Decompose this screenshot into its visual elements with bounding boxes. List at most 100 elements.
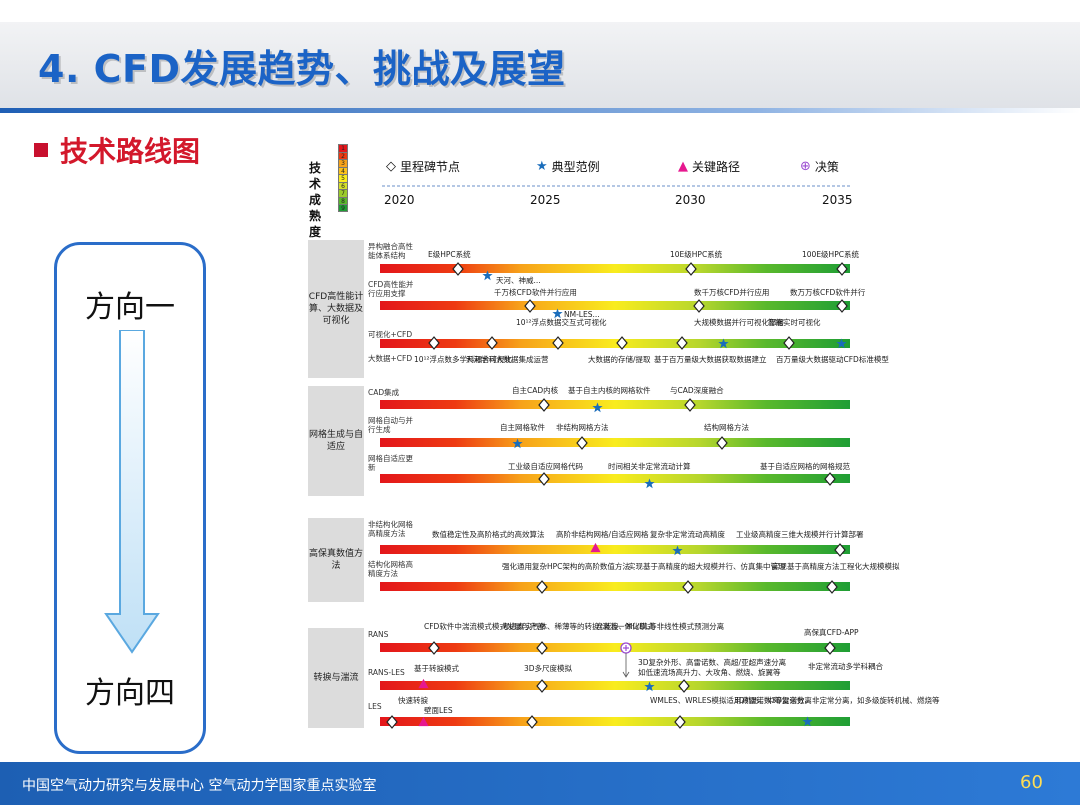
roadmap-note: 数千万核CFD并行应用: [694, 288, 770, 297]
row-label: 网格自动与并行生成: [368, 416, 413, 434]
roadmap-note: 智能实时可视化: [768, 318, 821, 327]
row-label: CAD集成: [368, 388, 400, 397]
roadmap-note: 实现基于高精度的超大规模并行、仿真集中管理: [628, 562, 786, 571]
year-label: 2025: [530, 193, 561, 207]
legend-milestone-label: 里程碑节点: [400, 160, 461, 174]
category-label: CFD高性能计算、大数据及可视化: [308, 240, 364, 378]
roadmap-note: 3D外形、中等雷诺数、非定常分离，如多级旋转机械、燃烧等: [734, 696, 940, 705]
roadmap-note: 快速转捩: [398, 696, 428, 705]
category-label: 高保真数值方法: [308, 518, 364, 602]
row-label: RANS: [368, 630, 389, 639]
maturity-label: 技术成熟度: [308, 161, 321, 239]
roadmap-graphics: [308, 185, 850, 729]
legend-milestone: ◇ 里程碑节点: [386, 158, 460, 175]
roadmap-note: 复杂非定常流动高精度: [650, 530, 725, 539]
roadmap-note: 数值稳定性及高阶格式的高效算法: [432, 530, 545, 539]
legend-example-label: 典型范例: [551, 160, 600, 174]
legend-critical-path: ▲ 关键路径: [678, 158, 740, 175]
roadmap-note: 3D复杂外形、高雷诺数、高超/亚超声速分离: [638, 658, 787, 667]
direction-top-label: 方向一: [85, 290, 175, 325]
row-label: LES: [368, 702, 382, 711]
roadmap-note: WMLES、WRLES模拟适用高雷诺数3D复杂分离: [650, 696, 812, 705]
row-label: 网格自适应更新: [368, 454, 413, 472]
roadmap-note: 大规模数据并行可视化部署: [694, 318, 784, 327]
roadmap-note: 数万万核CFD软件并行: [790, 288, 866, 297]
roadmap-note: 自主网格软件: [500, 423, 545, 432]
roadmap-note: 10¹²浮点数据交互式可视化: [516, 318, 607, 327]
maturity-level: 5: [338, 174, 348, 182]
roadmap-note: 工业级自适应网格代码: [508, 462, 583, 471]
footer-organization: 中国空气动力研究与发展中心 空气动力学国家重点实验室: [22, 778, 377, 794]
maturity-level: 4: [338, 166, 348, 175]
maturity-level: 6: [338, 181, 348, 190]
roadmap-note: 100E级HPC系统: [802, 250, 859, 259]
category-label: 转捩与湍流: [308, 628, 364, 728]
triangle-icon: ▲: [678, 159, 688, 174]
section-heading: 技术路线图: [34, 130, 200, 170]
row-label: 非结构化网格高精度方法: [368, 520, 413, 538]
category-label: 网格生成与自适应: [308, 386, 364, 496]
roadmap-note: 基于自适应网格的网格规范: [760, 462, 850, 471]
roadmap-note: 高阶非结构网格/自适应网格: [556, 530, 649, 539]
year-label: 2030: [675, 193, 706, 207]
maturity-level: 8: [338, 196, 348, 205]
roadmap-note: 基于百万量级大数据获取数据建立: [654, 355, 767, 364]
page-number: 60: [1020, 772, 1043, 793]
square-bullet-icon: [34, 143, 48, 157]
legend-critical-path-label: 关键路径: [692, 160, 741, 174]
roadmap-note: 3D多尺度模拟: [524, 664, 573, 673]
roadmap-note: 千万核CFD软件并行应用: [494, 288, 577, 297]
row-label: 异构融合高性能体系结构: [368, 242, 413, 260]
roadmap-note: 强化通用复杂HPC架构的高阶数值方法: [502, 562, 630, 571]
footer-bar: [0, 762, 1080, 805]
roadmap-note: 如低速流场高升力、大攻角、燃烧、旋翼等: [638, 668, 781, 677]
header-band: [0, 22, 1080, 108]
roadmap-note: 天河、神威...: [496, 276, 541, 285]
maturity-level: 1: [338, 144, 348, 152]
maturity-level: 7: [338, 189, 348, 197]
star-icon: ★: [536, 159, 548, 174]
roadmap-note: 时间相关非定常流动计算: [608, 462, 691, 471]
row-label: RANS-LES: [368, 668, 405, 677]
roadmap-note: 与CAD深度融合: [670, 386, 724, 395]
roadmap-note: 基于自主内核的网格软件: [568, 386, 651, 395]
roadmap-note: 实现基于高精度方法工程化大规模模拟: [772, 562, 900, 571]
roadmap-note: 高保真CFD-APP: [804, 628, 859, 637]
roadmap-note: 工业级高精度三维大规模并行计算部署: [736, 530, 864, 539]
technology-roadmap: 技术成熟度 1 2 3 4 5 6 7 8 9 ◇ 里程碑节点 ★ 典型范例 ▲…: [298, 136, 940, 742]
year-label: 2020: [384, 193, 415, 207]
roadmap-note: 天河学科大数据集成运营: [466, 355, 549, 364]
year-label: 2035: [822, 193, 853, 207]
roadmap-note: 非定常流动多学科耦合: [808, 662, 883, 671]
roadmap-note: 考虑真实气体、稀薄等的转捩/湍流一体化模式: [502, 622, 655, 631]
row-label: 结构化网格高精度方法: [368, 560, 413, 578]
row-label: CFD高性能并行应用支撑: [368, 280, 414, 298]
decision-icon: ⊕: [800, 159, 811, 174]
roadmap-note: 结构网格方法: [704, 423, 749, 432]
maturity-level: 2: [338, 151, 348, 160]
legend-decision-label: 决策: [814, 160, 839, 174]
roadmap-note: NM-LES...: [564, 310, 600, 319]
maturity-level: 9: [338, 204, 348, 212]
roadmap-note: 含转捩、ML/DL等非线性模式预测分离: [596, 622, 725, 631]
maturity-scale: 1 2 3 4 5 6 7 8 9: [338, 144, 348, 212]
legend-example: ★ 典型范例: [536, 158, 600, 175]
roadmap-note: 基于转捩模式: [414, 664, 459, 673]
roadmap-note: E级HPC系统: [428, 250, 471, 259]
roadmap-note: 百万量级大数据驱动CFD标准模型: [776, 355, 889, 364]
maturity-level: 3: [338, 159, 348, 167]
roadmap-note: CFD软件中湍流模式模式发展与完善: [424, 622, 545, 631]
header-accent-line: [0, 108, 1080, 113]
roadmap-note: 大数据的存储/提取: [588, 355, 651, 364]
roadmap-note: 10E级HPC系统: [670, 250, 723, 259]
down-arrow-icon: [104, 330, 160, 654]
roadmap-note: 10¹²浮点数多学科耦合可视化: [414, 355, 513, 364]
roadmap-note: 非结构网格方法: [556, 423, 609, 432]
row-label: 大数据+CFD: [368, 354, 413, 363]
diamond-icon: ◇: [386, 159, 396, 174]
section-title: 技术路线图: [60, 135, 201, 168]
roadmap-note: 壁面LES: [424, 706, 453, 715]
row-label: 可视化+CFD: [368, 330, 413, 339]
direction-bottom-label: 方向四: [85, 676, 175, 711]
legend-decision: ⊕ 决策: [800, 158, 839, 175]
